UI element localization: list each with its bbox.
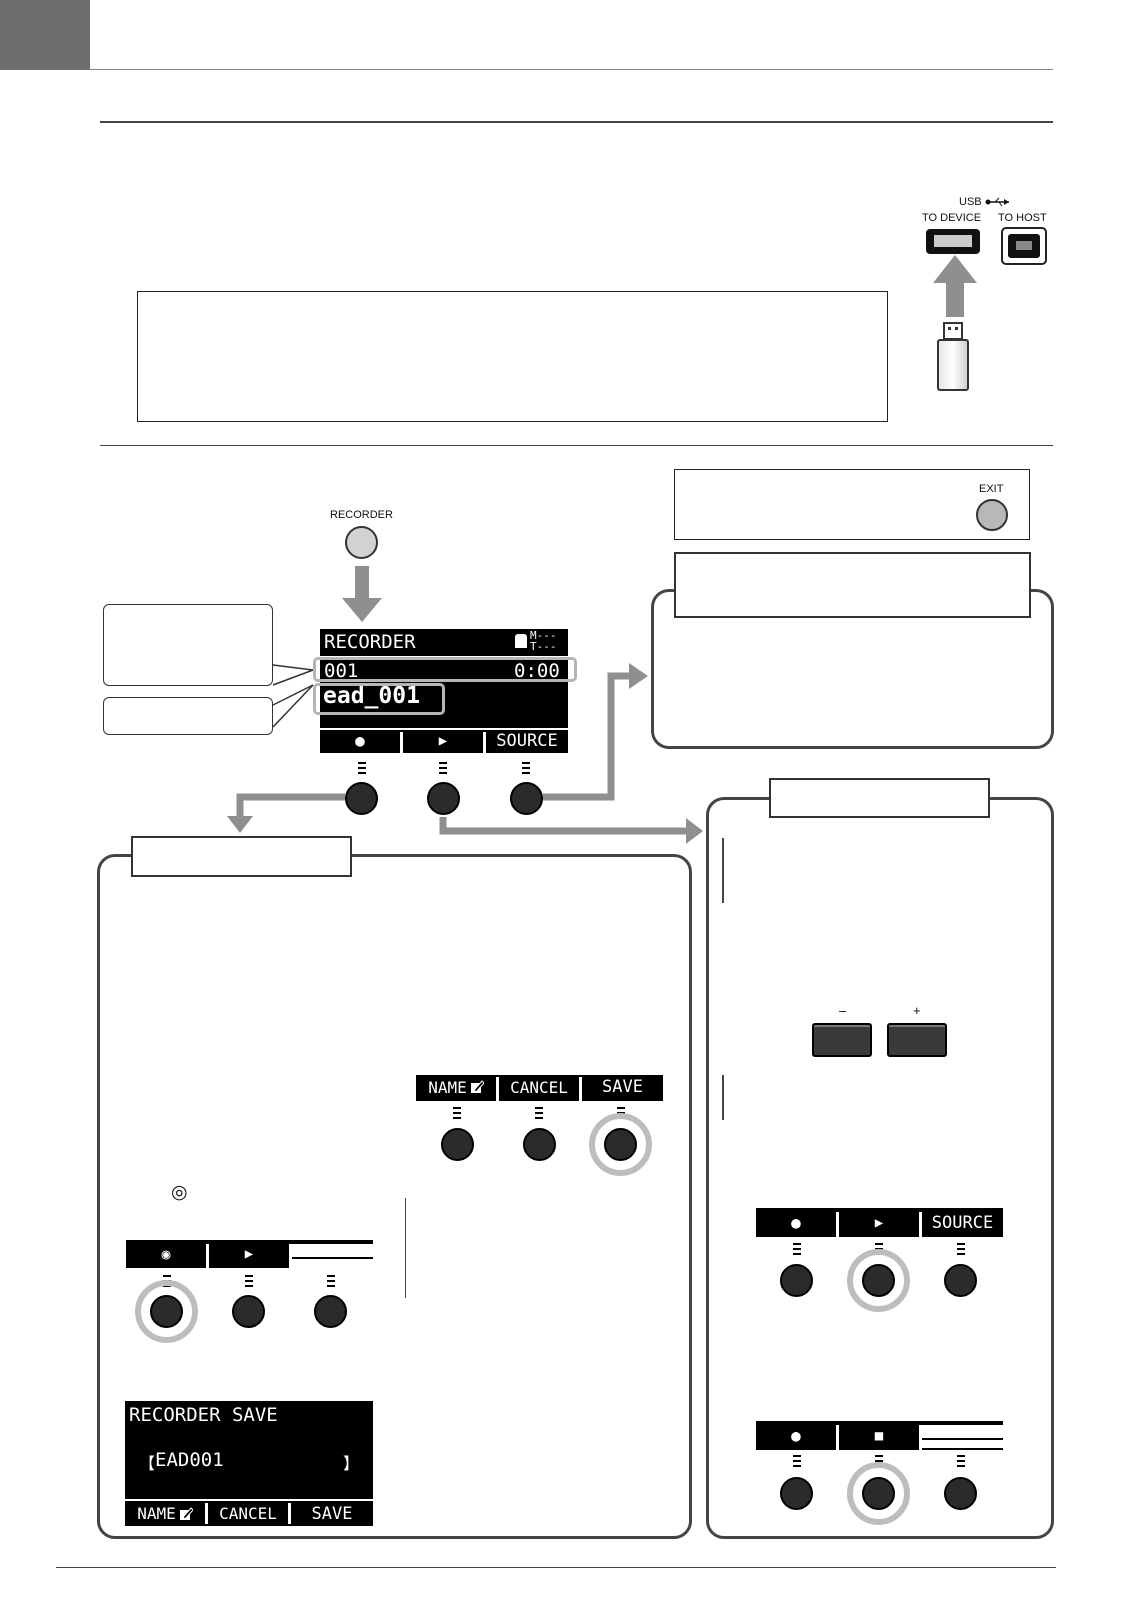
playback-section-box	[706, 797, 1054, 1539]
header-rule	[90, 69, 1053, 70]
to-device-label: TO DEVICE	[922, 212, 982, 224]
minus-label: –	[839, 1003, 847, 1018]
recorder-save-display: RECORDER SAVE 【 EAD001 】 NAME CANCEL SAV…	[125, 1401, 373, 1526]
playback-note-bar-1	[722, 838, 724, 903]
edit-icon	[470, 1080, 484, 1093]
recorder-label: RECORDER	[330, 509, 393, 521]
save-button-highlight	[589, 1113, 652, 1176]
play-button-highlight	[847, 1249, 910, 1312]
stop-function-bar: ● ■	[756, 1421, 1003, 1450]
save-screen-fn-save: SAVE	[311, 1503, 353, 1524]
stop-bar-record-label: ●	[791, 1426, 801, 1445]
edit-icon	[179, 1506, 193, 1520]
down-arrow-icon	[342, 566, 382, 622]
save-screen-name-value: EAD001	[155, 1449, 224, 1471]
song-time: 0:00	[514, 660, 560, 682]
record-function-bar: ◉ ▶	[126, 1240, 373, 1268]
song-number: 001	[324, 660, 359, 682]
save-screen-fn-name: NAME	[125, 1501, 205, 1526]
note-box	[137, 291, 888, 422]
save-screen-function-bar: NAME CANCEL SAVE	[125, 1501, 373, 1526]
chapter-tab	[0, 0, 90, 70]
file-name: ead_001	[323, 683, 420, 709]
song-number-callout	[103, 604, 273, 686]
record-function-button[interactable]	[345, 782, 378, 815]
rec-bar-record-label: ◉	[161, 1245, 171, 1263]
save-function-bar: NAME CANCEL SAVE	[416, 1073, 663, 1101]
stop-bar-record-button[interactable]	[780, 1477, 813, 1510]
rec-bar-play-label: ▶	[244, 1246, 254, 1262]
file-name-callout	[103, 697, 273, 735]
save-screen-fn-cancel: CANCEL	[219, 1504, 277, 1523]
play-bar-record-button[interactable]	[780, 1264, 813, 1297]
fn-play-label: ▶	[438, 732, 448, 749]
usb-to-host-port[interactable]	[1001, 227, 1047, 265]
stop-bar-stop-button[interactable]	[862, 1477, 895, 1510]
usb-to-device-port[interactable]	[926, 229, 980, 254]
stop-button-highlight	[847, 1462, 910, 1525]
recorder-function-bar: ● ▶ SOURCE	[320, 728, 568, 753]
record-button-highlight	[135, 1280, 198, 1343]
play-function-bar: ● ▶ SOURCE	[756, 1208, 1003, 1237]
flow-arrows	[227, 663, 703, 844]
play-bar-record-label: ●	[791, 1213, 801, 1232]
exit-button[interactable]	[976, 499, 1008, 531]
stop-bar-stop-label: ■	[874, 1427, 884, 1444]
plus-button[interactable]	[887, 1023, 947, 1057]
play-bar-play-label: ▶	[874, 1214, 884, 1231]
meter-m: M---	[530, 629, 557, 642]
fn-record-label: ●	[355, 731, 365, 750]
meter-t: T---	[530, 640, 557, 653]
source-function-button[interactable]	[510, 782, 543, 815]
footer-rule	[56, 1567, 1056, 1568]
to-host-label: TO HOST	[998, 212, 1047, 224]
fn-source-label: SOURCE	[496, 730, 558, 751]
exit-label: EXIT	[979, 483, 1004, 495]
save-bar-save-label: SAVE	[602, 1077, 643, 1097]
save-screen-title: RECORDER SAVE	[129, 1404, 278, 1426]
file-name-highlight	[313, 683, 445, 715]
play-function-button[interactable]	[427, 782, 460, 815]
recording-section-tab	[131, 836, 352, 877]
rec-bar-blank-button[interactable]	[314, 1295, 347, 1328]
usb-flash-drive-icon	[937, 322, 969, 392]
rec-bar-play-button[interactable]	[232, 1295, 265, 1328]
save-bar-cancel-label: CANCEL	[510, 1077, 568, 1097]
record-symbol-icon: ◎	[171, 1181, 188, 1203]
save-screen-bracket-close: 】	[343, 1454, 360, 1473]
playback-section-tab	[769, 778, 990, 818]
section-rule-1	[100, 121, 1053, 123]
exit-note-box	[674, 469, 1030, 540]
rec-bar-record-button[interactable]	[150, 1295, 183, 1328]
save-bar-save-button[interactable]	[604, 1128, 637, 1161]
source-section-tab	[674, 552, 1031, 618]
save-screen-bracket-open: 【	[139, 1454, 156, 1473]
recorder-title: RECORDER	[324, 631, 416, 653]
save-bar-name-label: NAME	[416, 1073, 496, 1101]
section-rule-2	[100, 445, 1053, 446]
insert-arrow-icon	[933, 255, 977, 317]
play-bar-source-button[interactable]	[944, 1264, 977, 1297]
usb-label: USB	[959, 196, 1011, 208]
usb-icon	[985, 197, 1009, 207]
play-bar-play-button[interactable]	[862, 1264, 895, 1297]
save-bar-name-button[interactable]	[441, 1128, 474, 1161]
stop-bar-blank-button[interactable]	[944, 1477, 977, 1510]
plus-label: +	[913, 1003, 921, 1018]
recorder-button[interactable]	[345, 526, 378, 559]
minus-button[interactable]	[812, 1023, 872, 1057]
song-number-highlight	[313, 657, 577, 682]
drum-meter-icon	[515, 634, 527, 648]
callout-pointers	[272, 664, 314, 728]
recording-note-bar	[405, 1198, 406, 1298]
play-bar-source-label: SOURCE	[931, 1212, 994, 1233]
save-bar-cancel-button[interactable]	[523, 1128, 556, 1161]
playback-note-bar-2	[722, 1075, 724, 1120]
